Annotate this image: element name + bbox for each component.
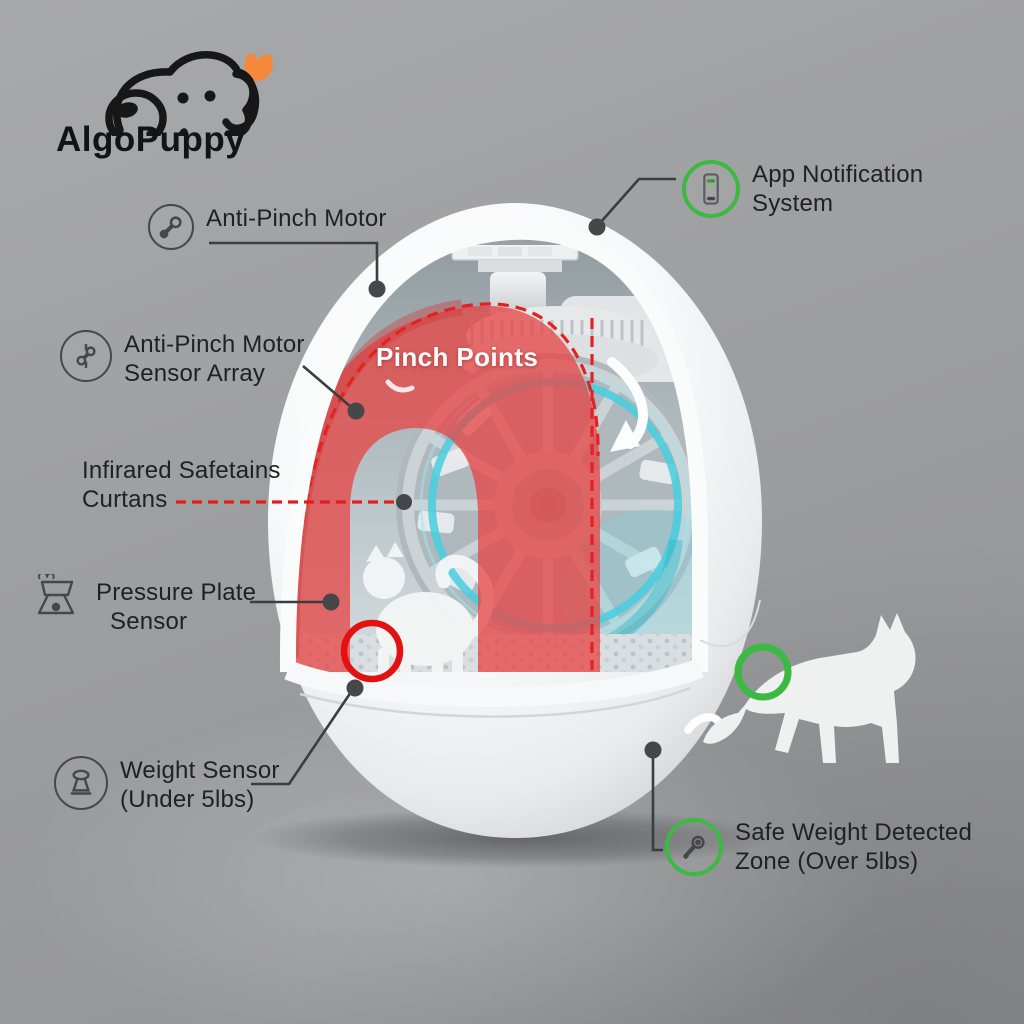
- leader-sensor-array: [302, 365, 352, 408]
- wrench-icon: [148, 204, 194, 250]
- callout-label: Anti-Pinch Motor: [206, 205, 387, 232]
- rotation-arrow: [607, 357, 648, 452]
- callout-label: Sensor Array: [124, 360, 266, 387]
- callout-label: Safe Weight Detected: [735, 819, 973, 846]
- callout-label: (Under 5lbs): [120, 786, 255, 813]
- callout-sensor-array: Anti-Pinch Motor Sensor Array: [60, 330, 305, 388]
- highlight-tick: [385, 379, 415, 393]
- shell-seam-right: [699, 599, 761, 648]
- leader-safe-weight: [651, 757, 663, 852]
- callout-label: Curtans: [82, 486, 168, 513]
- callout-app-notification: App Notification System: [682, 160, 923, 218]
- red-pinch-zone-overlay: [290, 305, 601, 672]
- pressure-plate-icon: [28, 572, 84, 631]
- callout-label: Weight Sensor: [120, 757, 280, 784]
- callout-weight-sensor: Weight Sensor (Under 5lbs): [54, 756, 280, 814]
- safe-zone-circle: [734, 643, 792, 701]
- callout-label: App Notification: [752, 161, 924, 188]
- leader-weight-sensor: [251, 691, 353, 786]
- shell-seam-lower: [299, 686, 691, 718]
- callout-pressure-plate: Pressure Plate Sensor: [28, 572, 257, 636]
- weight-scale-icon: [54, 756, 108, 810]
- sensor-array-icon: [60, 330, 112, 382]
- callout-label: System: [752, 190, 834, 217]
- callout-label: Anti-Pinch Motor: [124, 331, 305, 358]
- cutaway-rim: [279, 223, 709, 673]
- phone-icon: [682, 160, 740, 218]
- callout-label: Zone (Over 5lbs): [735, 848, 919, 875]
- shell-highlight-swoosh: [684, 713, 722, 734]
- callout-infrared-curtains: Infirared Safetains Curtans: [82, 456, 281, 514]
- callout-dots: [322, 218, 662, 759]
- entry-lip: [284, 658, 704, 707]
- algopuppy-logo: AlgoPuppy: [50, 26, 280, 176]
- outside-cat-silhouette: [703, 613, 916, 763]
- wrench-key-icon: [665, 818, 723, 876]
- pinch-points-label: Pinch Points: [376, 342, 539, 372]
- callout-anti-pinch-motor: Anti-Pinch Motor: [148, 204, 387, 250]
- brand-name: AlgoPuppy: [56, 120, 246, 159]
- callout-label: Pressure Plate: [96, 579, 257, 606]
- paw-hazard-circle: [340, 619, 404, 683]
- leader-app-notification: [599, 177, 676, 224]
- callout-safe-weight-zone: Safe Weight Detected Zone (Over 5lbs): [665, 818, 972, 876]
- leader-anti-pinch-motor: [209, 241, 379, 284]
- callout-label: Sensor: [110, 608, 188, 635]
- cutaway-interior: [287, 231, 701, 673]
- callout-label: Infirared Safetains: [82, 457, 281, 484]
